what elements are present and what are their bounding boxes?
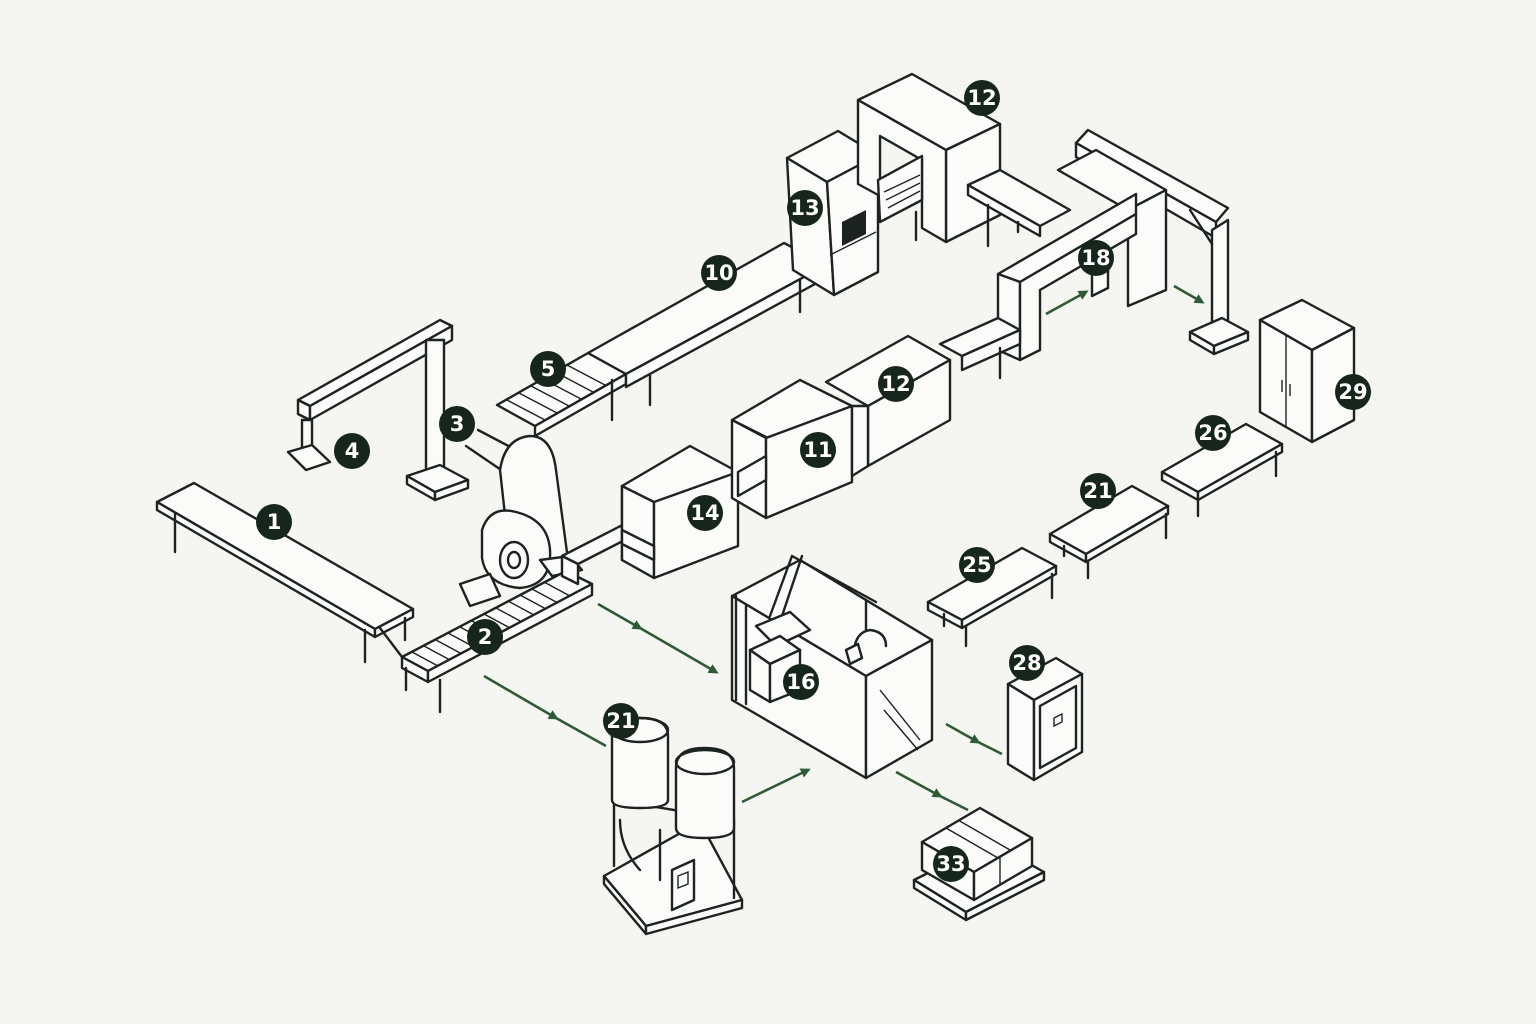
badge-11: 11	[800, 432, 836, 468]
flow-arrow-to-gantry	[1173, 284, 1205, 304]
badge-28: 28	[1009, 645, 1045, 681]
badge-5: 5	[530, 351, 566, 387]
badge-21-bench: 21	[1080, 473, 1116, 509]
flow-arrow-3-to-16	[597, 602, 643, 630]
badge-21-drums: 21	[603, 703, 639, 739]
badge-label: 11	[803, 438, 832, 462]
flow-arrows	[483, 284, 1205, 812]
badge-12-mid: 12	[878, 366, 914, 402]
cabinet-station-28	[1006, 656, 1084, 782]
badge-13: 13	[787, 190, 823, 226]
link-conveyor-middle	[560, 316, 1022, 586]
badge-label: 1	[267, 510, 282, 534]
badge-label: 12	[881, 372, 910, 396]
badge-label: 25	[962, 553, 991, 577]
badge-18: 18	[1078, 240, 1114, 276]
robotic-cell-station-16	[730, 554, 934, 780]
badge-12-top: 12	[964, 80, 1000, 116]
badge-label: 33	[936, 852, 965, 876]
badge-label: 2	[478, 625, 493, 649]
flow-arrow-16-to-28	[945, 722, 981, 744]
bench-station-26	[1160, 422, 1284, 518]
badge-label: 21	[606, 709, 635, 733]
badge-label: 12	[967, 86, 996, 110]
badge-10: 10	[701, 255, 737, 291]
badge-label: 14	[690, 501, 719, 525]
flow-arrow-2-to-21	[483, 674, 559, 720]
tall-cabinet-station-29	[1258, 298, 1356, 444]
badge-label: 21	[1083, 479, 1112, 503]
badge-label: 26	[1198, 421, 1227, 445]
tunnel-machine-station-12-top	[856, 72, 1002, 244]
flow-arrow-to-18	[1045, 290, 1089, 316]
badge-16: 16	[783, 664, 819, 700]
badge-label: 4	[345, 439, 360, 463]
gantry-frame-station-4	[286, 318, 470, 502]
badge-label: 16	[786, 670, 815, 694]
badge-33: 33	[933, 846, 969, 882]
flow-arrow-16-to-21	[741, 768, 811, 804]
flow-arrow-16-to-33	[895, 770, 943, 798]
robot-arm-station-3	[458, 428, 584, 608]
badge-29: 29	[1335, 374, 1371, 410]
bench-station-1	[155, 481, 415, 664]
badge-25: 25	[959, 547, 995, 583]
badge-label: 18	[1081, 246, 1110, 270]
badge-label: 3	[450, 412, 465, 436]
bench-station-21-right	[1048, 484, 1170, 580]
badge-14: 14	[687, 495, 723, 531]
badge-1: 1	[256, 504, 292, 540]
badge-2: 2	[467, 619, 503, 655]
bench-station-25	[926, 546, 1058, 648]
return-conveyor	[966, 168, 1072, 248]
badge-label: 28	[1012, 651, 1041, 675]
badge-4: 4	[334, 433, 370, 469]
badge-26: 26	[1195, 415, 1231, 451]
badge-label: 5	[541, 357, 556, 381]
badge-label: 29	[1338, 380, 1367, 404]
roller-conveyor-station-2	[378, 569, 594, 714]
badge-label: 13	[790, 196, 819, 220]
drum-storage-station-21	[602, 716, 744, 936]
badge-label: 10	[704, 261, 733, 285]
badge-3: 3	[439, 406, 475, 442]
